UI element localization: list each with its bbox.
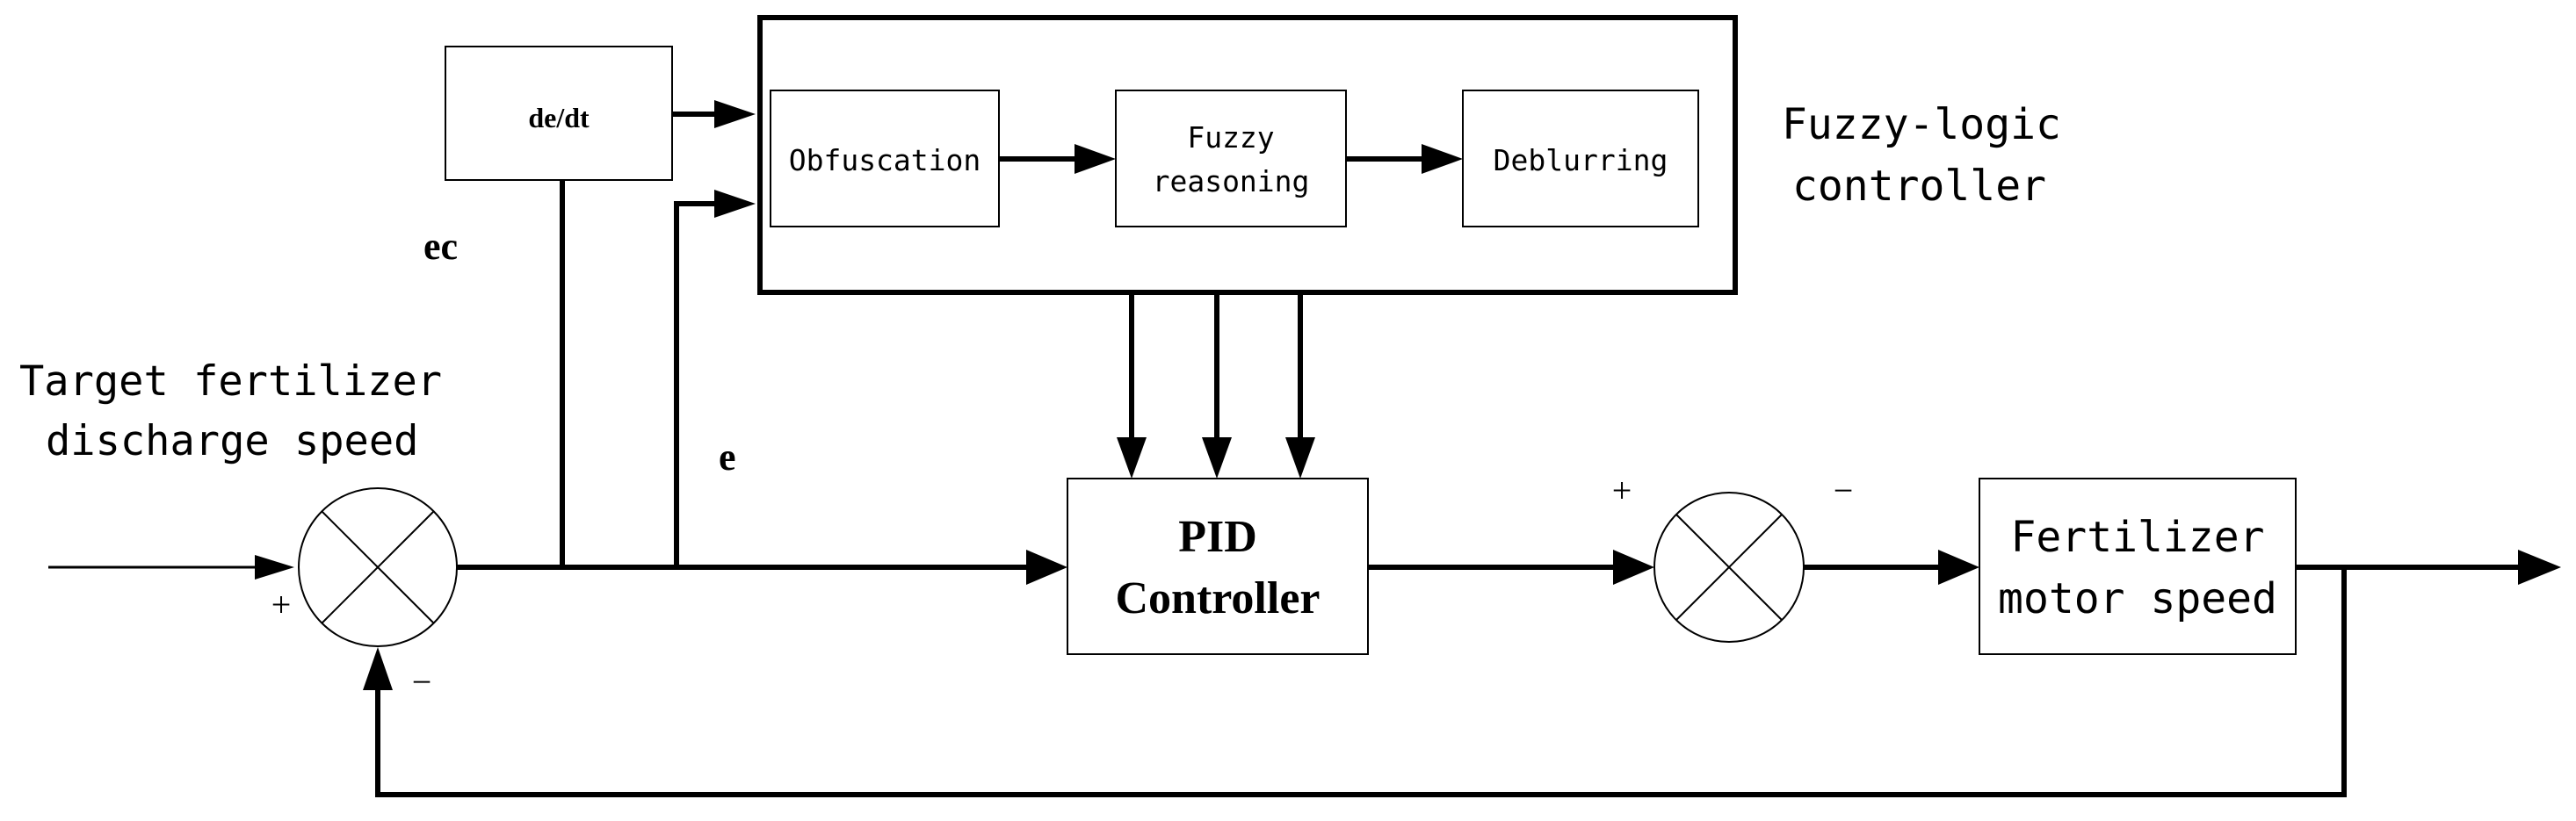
motor-label-line1: Fertilizer bbox=[2011, 513, 2265, 562]
fuzzy-controller-label-line2: controller bbox=[1792, 162, 2046, 211]
sum2-output-arrowhead bbox=[1938, 550, 1979, 585]
reasoning-to-deblurring-arrowhead bbox=[1422, 144, 1463, 174]
fuzzy-reasoning-label-line1: Fuzzy bbox=[1187, 120, 1274, 155]
e-branch-line bbox=[674, 201, 716, 567]
input-label-line2: discharge speed bbox=[46, 417, 418, 465]
pid-label-line2: Controller bbox=[1116, 573, 1321, 623]
deblurring-label: Deblurring bbox=[1494, 143, 1668, 177]
derivative-label: de/dt bbox=[528, 102, 590, 133]
feedback-line bbox=[375, 567, 2347, 797]
deblurring-block bbox=[1462, 90, 1699, 227]
sum1-plus-sign: + bbox=[271, 585, 292, 624]
derivative-block bbox=[445, 46, 673, 181]
pid-label-line1: PID bbox=[1178, 512, 1257, 562]
summing-junction-1 bbox=[298, 487, 458, 647]
feedback-arrowhead bbox=[363, 647, 393, 690]
error-arrowhead bbox=[1026, 550, 1067, 585]
sum1-minus-sign: − bbox=[412, 662, 432, 702]
fuzzy-reasoning-label-line2: reasoning bbox=[1153, 164, 1310, 198]
pid-parameter-arrows bbox=[1117, 292, 1315, 479]
e-branch-arrowhead bbox=[714, 190, 756, 218]
motor-label-line2: motor speed bbox=[1998, 574, 2277, 623]
ec-label: ec bbox=[423, 225, 458, 268]
pid-controller-block bbox=[1067, 478, 1369, 655]
sum2-plus-sign: + bbox=[1612, 471, 1632, 510]
motor-block bbox=[1979, 478, 2297, 655]
obfuscation-block bbox=[770, 90, 1000, 227]
input-label-line1: Target fertilizer bbox=[19, 357, 442, 406]
e-label: e bbox=[719, 436, 736, 479]
fuzzy-reasoning-block bbox=[1115, 90, 1347, 227]
obfuscation-to-reasoning-arrowhead bbox=[1075, 144, 1116, 174]
input-arrowhead bbox=[255, 555, 294, 580]
derivative-output-arrowhead bbox=[714, 100, 756, 128]
obfuscation-label: Obfuscation bbox=[789, 143, 981, 177]
fuzzy-controller-label-line1: Fuzzy-logic bbox=[1782, 100, 2061, 149]
output-arrowhead bbox=[2518, 550, 2561, 585]
sum2-minus-sign: − bbox=[1834, 471, 1854, 510]
pid-output-arrowhead bbox=[1613, 550, 1654, 585]
summing-junction-2 bbox=[1653, 492, 1805, 643]
